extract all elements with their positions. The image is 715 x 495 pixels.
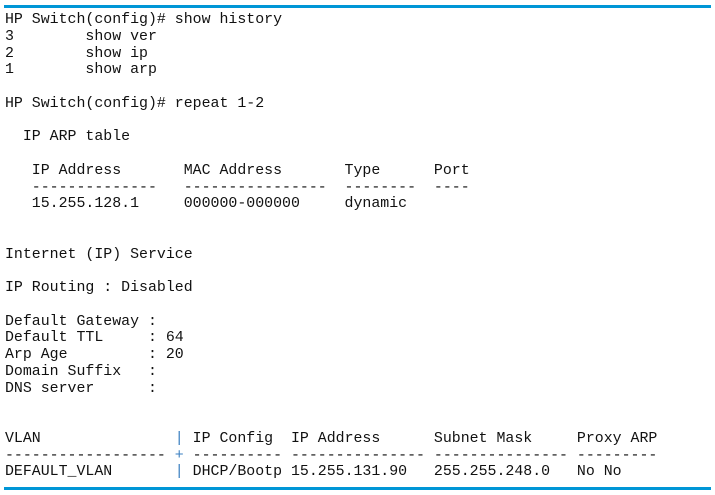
terminal-line: 15.255.128.1 000000-000000 dynamic (5, 196, 408, 213)
terminal-line: IP Routing : Disabled (5, 280, 193, 296)
vlan-table-row: DEFAULT_VLAN | DHCP/Bootp 15.255.131.90 … (5, 464, 657, 481)
terminal-line: IP ARP table (5, 129, 131, 146)
vlan-cell-text: DEFAULT_VLAN (5, 464, 175, 481)
column-separator: | (174, 464, 184, 481)
terminal-line: 3 show ver (5, 28, 157, 45)
terminal-line (5, 213, 657, 230)
vlan-cell-text: DHCP/Bootp 15.255.131.90 255.255.248.0 N… (183, 464, 622, 481)
vlan-table-row: ------------------ + ---------- --------… (5, 448, 657, 465)
vlan-table-row: VLAN | IP Config IP Address Subnet Mask … (5, 431, 657, 448)
column-separator: + (174, 447, 184, 464)
terminal-line (5, 263, 657, 280)
terminal-line (5, 79, 657, 96)
terminal-line (5, 297, 657, 314)
terminal-line: -------------- ---------------- --------… (5, 179, 470, 196)
vlan-cell-text: ---------- --------------- -------------… (183, 447, 658, 464)
vlan-cell-text: IP Config IP Address Subnet Mask Proxy A… (183, 430, 658, 447)
column-separator: | (174, 430, 184, 447)
terminal-line: IP Address MAC Address Type Port (5, 162, 470, 179)
terminal-line: Domain Suffix : (5, 363, 157, 380)
terminal-line: Default Gateway : (5, 313, 157, 330)
vlan-cell-text: ------------------ (5, 447, 175, 464)
terminal-line: 2 show ip (5, 45, 148, 62)
bottom-rule (4, 487, 711, 490)
terminal-line (5, 397, 657, 414)
terminal-line: Default TTL : 64 (5, 330, 184, 347)
terminal-line (5, 146, 657, 163)
terminal-line: HP Switch(config)# repeat 1-2 (5, 95, 265, 112)
terminal-line: HP Switch(config)# show history (5, 12, 283, 28)
terminal-line (5, 230, 657, 247)
terminal-line: 1 show arp (5, 62, 157, 79)
vlan-cell-text: VLAN (5, 430, 175, 447)
terminal-line: Internet (IP) Service (5, 246, 193, 263)
terminal-line: DNS server : (5, 380, 157, 397)
terminal-line (5, 113, 657, 130)
terminal-line (5, 414, 657, 431)
top-rule (4, 5, 711, 8)
terminal-line: Arp Age : 20 (5, 347, 184, 363)
